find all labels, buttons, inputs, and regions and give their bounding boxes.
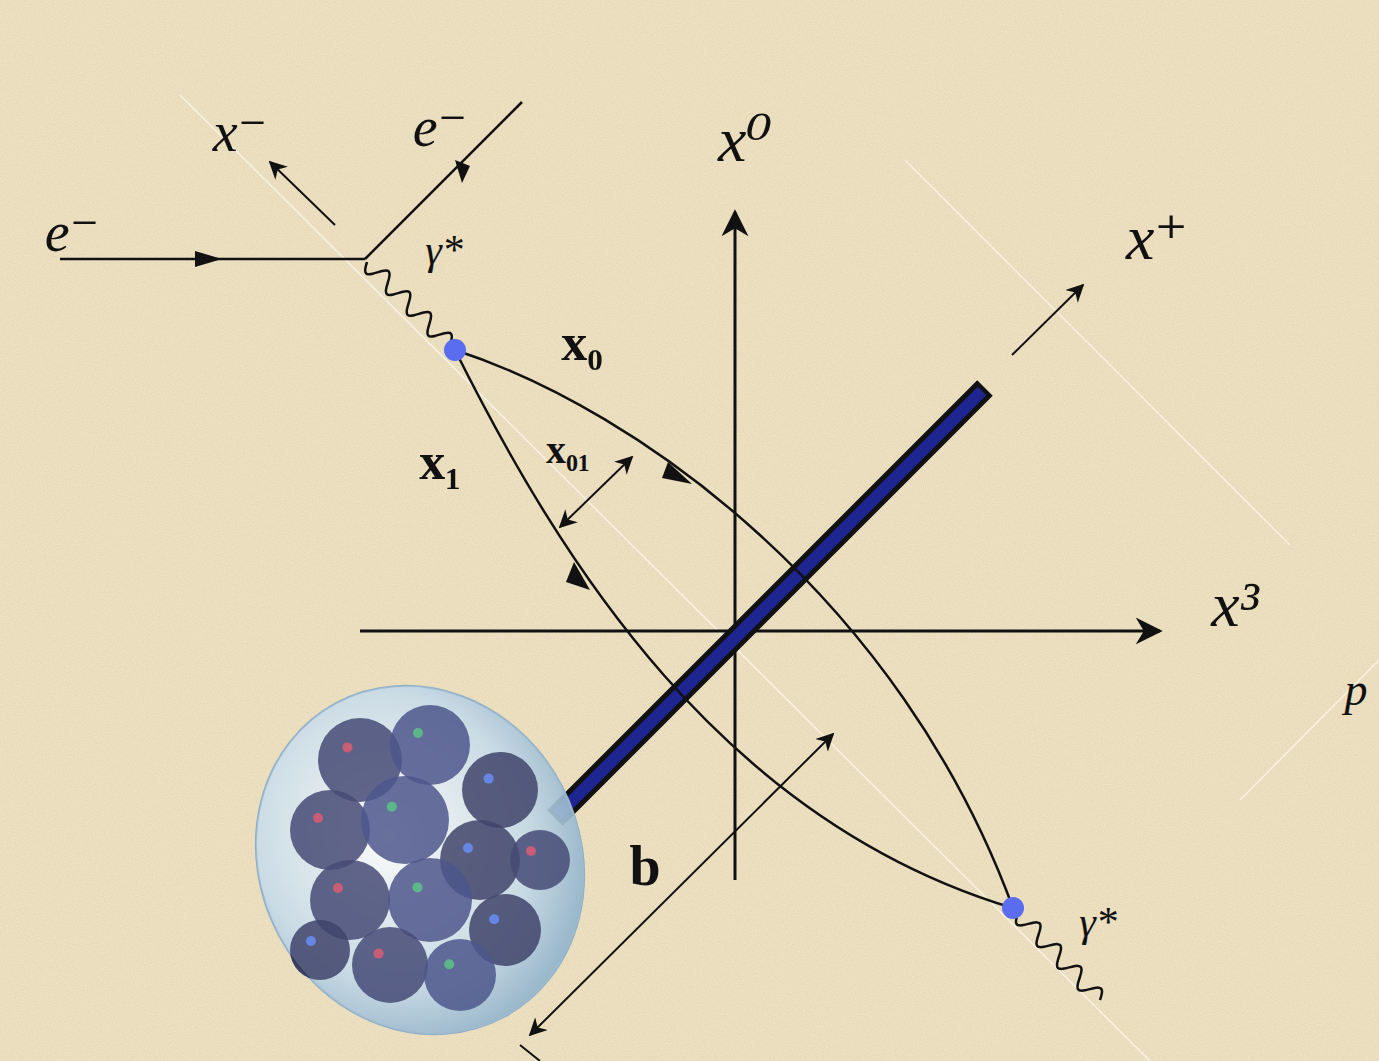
electron-arrow (195, 251, 222, 267)
particle-label: p (1345, 667, 1368, 713)
particle-label: γ* (1079, 901, 1117, 943)
quark-arrow (662, 462, 692, 484)
x-minus-arrow (270, 162, 335, 225)
particle-label: e⁻ (413, 99, 467, 155)
coordinate-label: x₁ (419, 436, 461, 488)
axis-label: x⁺ (1126, 206, 1188, 270)
electron-arrow (455, 160, 470, 183)
nucleus-trajectory (555, 388, 985, 818)
impact-parameter-label: b (629, 838, 660, 894)
nucleus-trajectory (558, 391, 982, 815)
coordinate-label: x₀ (561, 317, 603, 369)
photon-lines (365, 262, 1102, 1000)
impact-parameter-arrow (530, 734, 833, 1035)
axis-label: x⁻ (213, 104, 267, 160)
particle-label: γ* (425, 229, 463, 271)
photon-line (365, 262, 452, 345)
x-plus-arrow (1012, 285, 1083, 355)
dipole-size-label: x₀₁ (546, 430, 590, 470)
impact-parameter-arrow (520, 1045, 540, 1061)
vertex-dot (444, 339, 466, 361)
axis-label: x³ (1211, 573, 1259, 637)
particle-label: e⁻ (45, 204, 99, 260)
nucleus-shell (195, 628, 645, 1061)
vertex-dot (1002, 897, 1024, 919)
nucleus (195, 628, 645, 1061)
axis-label: x⁰ (718, 108, 772, 172)
antiquark-arrow (566, 562, 590, 590)
